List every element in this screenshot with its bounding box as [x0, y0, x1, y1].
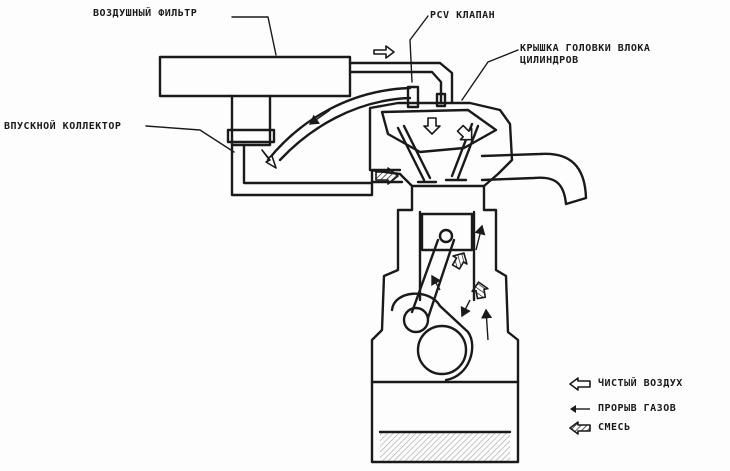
- label-head-cover: КРЫШКА ГОЛОВКИ ВЛОКА ЦИЛИНДРОВ: [520, 43, 650, 67]
- wrist-pin: [438, 228, 454, 244]
- thin-arrow-icon: [480, 308, 493, 341]
- leader-pcv: [409, 15, 429, 83]
- intake-manifold: [230, 143, 404, 197]
- crank-pin: [402, 306, 430, 334]
- filter-duct: [348, 61, 454, 105]
- intake-valve: [396, 124, 438, 184]
- throttle-plate: [226, 128, 276, 144]
- oil-pan: [370, 380, 520, 434]
- thin-arrow-icon: [474, 224, 486, 251]
- label-air-filter: ВОЗДУШНЫЙ ФИЛЬТР: [93, 8, 198, 19]
- leader-intake: [145, 125, 235, 153]
- hollow-arrow-icon: [373, 45, 395, 59]
- hollow-arrow-icon: [261, 149, 277, 169]
- hatched-arrow-icon: [375, 167, 399, 185]
- thin-arrow-icon: [570, 405, 590, 413]
- cylinder-wall: [418, 210, 476, 302]
- hollow-arrow-icon: [456, 124, 473, 141]
- legend-mixture-label: СМЕСЬ: [598, 422, 631, 433]
- label-intake-manifold: ВПУСКНОЙ КОЛЛЕКТОР: [4, 121, 122, 132]
- piston: [420, 212, 474, 252]
- crank-journal: [416, 324, 468, 376]
- cylinder-head: [368, 101, 514, 188]
- oil-sump: [380, 432, 510, 462]
- exhaust-pipe: [480, 152, 588, 206]
- throttle-body: [230, 94, 272, 147]
- label-head-cover-line2: ЦИЛИНДРОВ: [520, 55, 579, 66]
- pcv-cap: [435, 92, 447, 108]
- thin-arrow-icon: [431, 274, 442, 291]
- hollow-arrow-icon: [569, 377, 591, 391]
- label-pcv-valve: PCV КЛАПАН: [430, 10, 496, 21]
- pcv-hose: [266, 86, 412, 162]
- leader-air-filter: [231, 16, 277, 56]
- hatched-arrow-icon: [471, 281, 489, 300]
- crank-web: [390, 292, 474, 382]
- hatched-arrow-icon: [451, 252, 468, 270]
- hollow-arrow-icon: [423, 117, 441, 135]
- thin-arrow-icon: [308, 109, 331, 125]
- legend-clean-air-label: ЧИСТЫЙ ВОЗДУХ: [598, 378, 683, 389]
- thin-arrow-icon: [460, 299, 471, 318]
- air-filter-box: [158, 55, 352, 98]
- hatched-arrow-icon: [569, 421, 591, 435]
- legend-blowby-label: ПРОРЫВ ГАЗОВ: [598, 403, 677, 414]
- leader-head-cover: [461, 49, 519, 101]
- label-head-cover-line1: КРЫШКА ГОЛОВКИ ВЛОКА: [520, 43, 651, 54]
- engine-block: [370, 184, 520, 464]
